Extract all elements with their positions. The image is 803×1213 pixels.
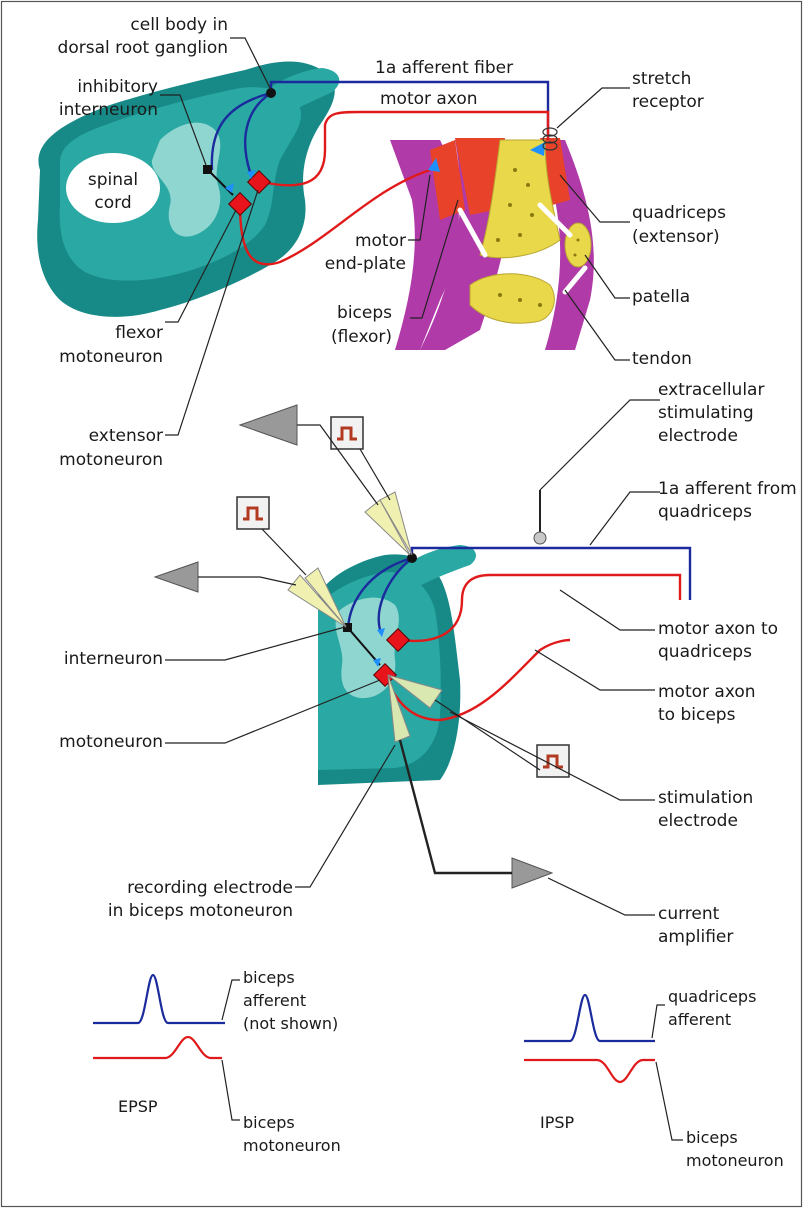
motor-axon-quadriceps-label-2: quadriceps	[658, 642, 752, 662]
recording-electrode-label-1: recording electrode	[127, 878, 293, 898]
left-afferent-label-1: biceps	[243, 968, 295, 987]
spinal-cord-label-cord: cord	[94, 193, 131, 213]
inhibitory-interneuron-label-1: inhibitory	[77, 77, 158, 97]
motor-axon-quadriceps-label-1: motor axon to	[658, 619, 778, 639]
epsp-label: EPSP	[118, 1097, 158, 1116]
left-motoneuron-label-1: biceps	[243, 1113, 295, 1132]
flexor-motoneuron-label-1: flexor	[115, 323, 163, 343]
right-afferent-label-1: quadriceps	[668, 987, 756, 1006]
interneuron-label: interneuron	[64, 649, 163, 669]
motor-axon-label: motor axon	[380, 89, 478, 109]
current-amplifier-label-2: amplifier	[658, 927, 733, 947]
biceps-label-1: biceps	[337, 303, 392, 323]
left-epsp-trace	[93, 1037, 222, 1058]
ipsp-label: IPSP	[540, 1113, 575, 1132]
motor-endplate-label-2: end-plate	[325, 254, 406, 274]
extracellular-electrode	[534, 490, 546, 544]
afferent-from-quadriceps-label-1: 1a afferent from	[658, 479, 797, 499]
inhibitory-interneuron-marker	[203, 165, 212, 174]
motor-endplate-label-1: motor	[355, 231, 406, 251]
extensor-motoneuron-label-1: extensor	[89, 426, 163, 446]
tendon-label: tendon	[632, 349, 692, 369]
biceps-label-2: (flexor)	[331, 327, 392, 347]
left-afferent-label-2: afferent	[243, 991, 306, 1010]
quadriceps-label-1: quadriceps	[632, 203, 726, 223]
spinal-cord-label-1: spinal	[88, 170, 138, 190]
right-motoneuron-label-2: motoneuron	[686, 1151, 784, 1170]
amplifier-top-icon	[240, 405, 297, 445]
stimulator-left-icon	[237, 497, 269, 529]
extensor-motoneuron-label-2: motoneuron	[59, 450, 163, 470]
recording-electrode-label-2: in biceps motoneuron	[108, 901, 293, 921]
current-amplifier-icon	[512, 858, 552, 888]
flexor-motoneuron-label-2: motoneuron	[59, 347, 163, 367]
afferent-from-quadriceps-label-2: quadriceps	[658, 502, 752, 522]
current-amplifier-label-1: current	[658, 904, 720, 924]
motoneuron-label: motoneuron	[59, 732, 163, 752]
stimulator-top-icon	[331, 417, 363, 449]
motor-axon-biceps-label-1: motor axon	[658, 682, 756, 702]
stretch-receptor-label-2: receptor	[632, 92, 704, 112]
stim-electrode-label-3: electrode	[658, 426, 738, 446]
right-afferent-label-2: afferent	[668, 1010, 731, 1029]
left-motoneuron-label-2: motoneuron	[243, 1136, 341, 1155]
quadriceps-label-2: (extensor)	[632, 227, 720, 247]
amplifier-left-icon	[155, 562, 198, 592]
right-motoneuron-label-1: biceps	[686, 1128, 738, 1147]
stim-electrode-label-1: extracellular	[658, 380, 764, 400]
left-afferent-trace	[93, 975, 225, 1023]
stimulation-electrode-label-2: electrode	[658, 811, 738, 831]
stimulation-electrode-label-1: stimulation	[658, 788, 753, 808]
stim-electrode-label-2: stimulating	[658, 403, 754, 423]
right-afferent-trace	[524, 995, 655, 1041]
cell-body-label-2: dorsal root ganglion	[58, 38, 228, 58]
patella-label: patella	[632, 287, 690, 307]
stretch-receptor-label-1: stretch	[632, 69, 691, 89]
afferent-fiber-label: 1a afferent fiber	[375, 58, 513, 78]
right-ipsp-trace	[524, 1060, 655, 1082]
trace-labels: biceps afferent (not shown) EPSP biceps …	[118, 968, 784, 1170]
stimulator-right-icon	[537, 745, 569, 777]
traces	[93, 975, 655, 1082]
electrode-tip	[534, 532, 546, 544]
motor-axon-biceps-label-2: to biceps	[658, 705, 736, 725]
patella-bone	[565, 223, 591, 267]
inhibitory-interneuron-label-2: interneuron	[59, 100, 158, 120]
cell-body-label-1: cell body in	[130, 15, 228, 35]
bottom-spinal-cord	[318, 545, 476, 785]
left-afferent-label-3: (not shown)	[243, 1014, 338, 1033]
